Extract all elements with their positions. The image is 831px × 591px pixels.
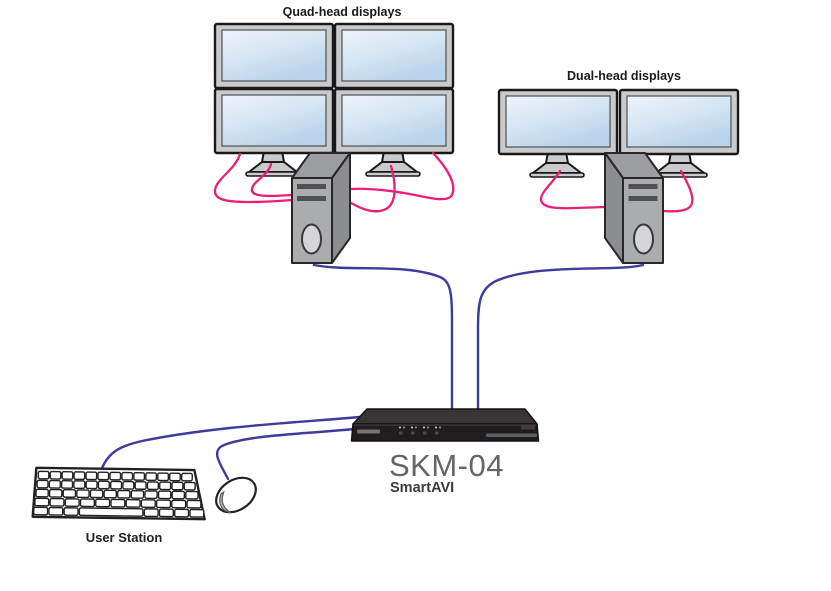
kvm-cable [100,415,362,470]
keyboard-key [36,479,49,489]
monitor-stand [245,150,301,177]
keyboard-key [143,508,159,518]
mouse-detail [219,490,232,514]
keyboard-key [76,489,90,499]
monitor-icon [213,87,335,155]
keyboard-key [109,471,122,481]
kvm-switch-icon [350,408,540,442]
keyboard-key [73,480,86,490]
keyboard-key [186,499,202,509]
monitor-icon [333,22,455,90]
keyboard-key [125,498,141,508]
keyboard-key [89,489,104,499]
switch-model-plate [521,425,535,430]
keyboard-key [185,490,199,500]
switch-leds [399,426,441,429]
keyboard-key [169,472,182,482]
video-cable [250,162,294,198]
keyboard-key [183,481,196,491]
keyboard-key [48,488,63,498]
keyboard-key [158,508,175,518]
smartavi-logo [357,429,380,434]
keyboard-key [157,490,172,500]
monitor-icon [497,88,619,156]
monitor-icon [618,88,740,156]
kvm-cable [216,427,356,481]
keyboard-key [171,490,186,500]
keyboard-key [97,471,110,481]
monitor-stand [529,151,585,178]
video-cable [349,151,455,201]
keyboard-key [48,479,61,489]
keyboard-key [37,470,50,480]
keyboard-key [103,489,118,499]
keyboard-key [144,490,158,500]
keyboard-key [110,498,126,508]
keyboard-key [130,489,145,499]
keyboard-key [109,480,123,490]
video-cable [349,164,396,213]
keyboard-key [64,498,80,508]
kvm-cable [476,263,645,412]
computer-tower-icon [291,152,351,264]
switch-vent-strip [486,433,537,437]
keyboard-key [48,506,64,516]
dual-displays-label: Dual-head displays [567,69,681,83]
keyboard-key [95,498,111,508]
keyboard-key [60,480,74,489]
keyboard-key [146,481,160,491]
keyboard-key [157,472,170,482]
switch-top [352,408,538,425]
monitor-icon [333,87,455,155]
keyboard-key [73,471,86,481]
keyboard-key [49,497,65,507]
video-cable [661,169,694,213]
keyboard-key [180,472,193,482]
device-brand-label: SmartAVI [390,480,455,496]
keyboard-key [78,507,144,517]
device-model-label: SKM-04 [389,448,504,483]
keyboard-key [173,508,190,518]
keyboard-key [122,480,135,490]
kvm-cables [100,263,645,481]
keyboard-key [61,471,74,480]
keyboard-key [85,480,98,490]
keyboard-key [63,507,79,516]
keyboard-key [85,471,98,481]
keyboard-icon [31,466,206,521]
keyboard-keys [33,470,205,518]
keyboard-key [116,489,131,499]
switch-buttons [399,431,439,435]
keyboard-key [79,498,96,508]
video-cable [213,152,294,204]
monitor-icon [213,22,335,90]
keyboard-key [171,481,184,491]
keyboard-key [171,499,187,509]
user-station-label: User Station [85,530,163,545]
keyboard-key [97,480,111,490]
keyboard-key [49,470,62,480]
keyboard-key [121,471,134,481]
video-cables [213,151,694,213]
keyboard-key [133,472,146,481]
computer-tower-icon [604,152,664,264]
keyboard-key [33,506,49,516]
keyboard-key [34,497,50,507]
keyboard-key [62,489,77,498]
keyboard-key [140,499,156,509]
keyboard-key [155,499,172,509]
kvm-cable [312,263,454,412]
quad-displays-label: Quad-head displays [282,5,402,19]
keyboard-key [35,488,49,498]
keyboard-key [189,508,205,518]
keyboard-key [134,481,147,490]
monitor-stand [652,151,708,178]
video-cable [539,169,607,210]
mouse-body [215,476,257,514]
keyboard-key [145,472,158,482]
keyboard-key [159,481,172,491]
mouse-icon [215,476,257,514]
